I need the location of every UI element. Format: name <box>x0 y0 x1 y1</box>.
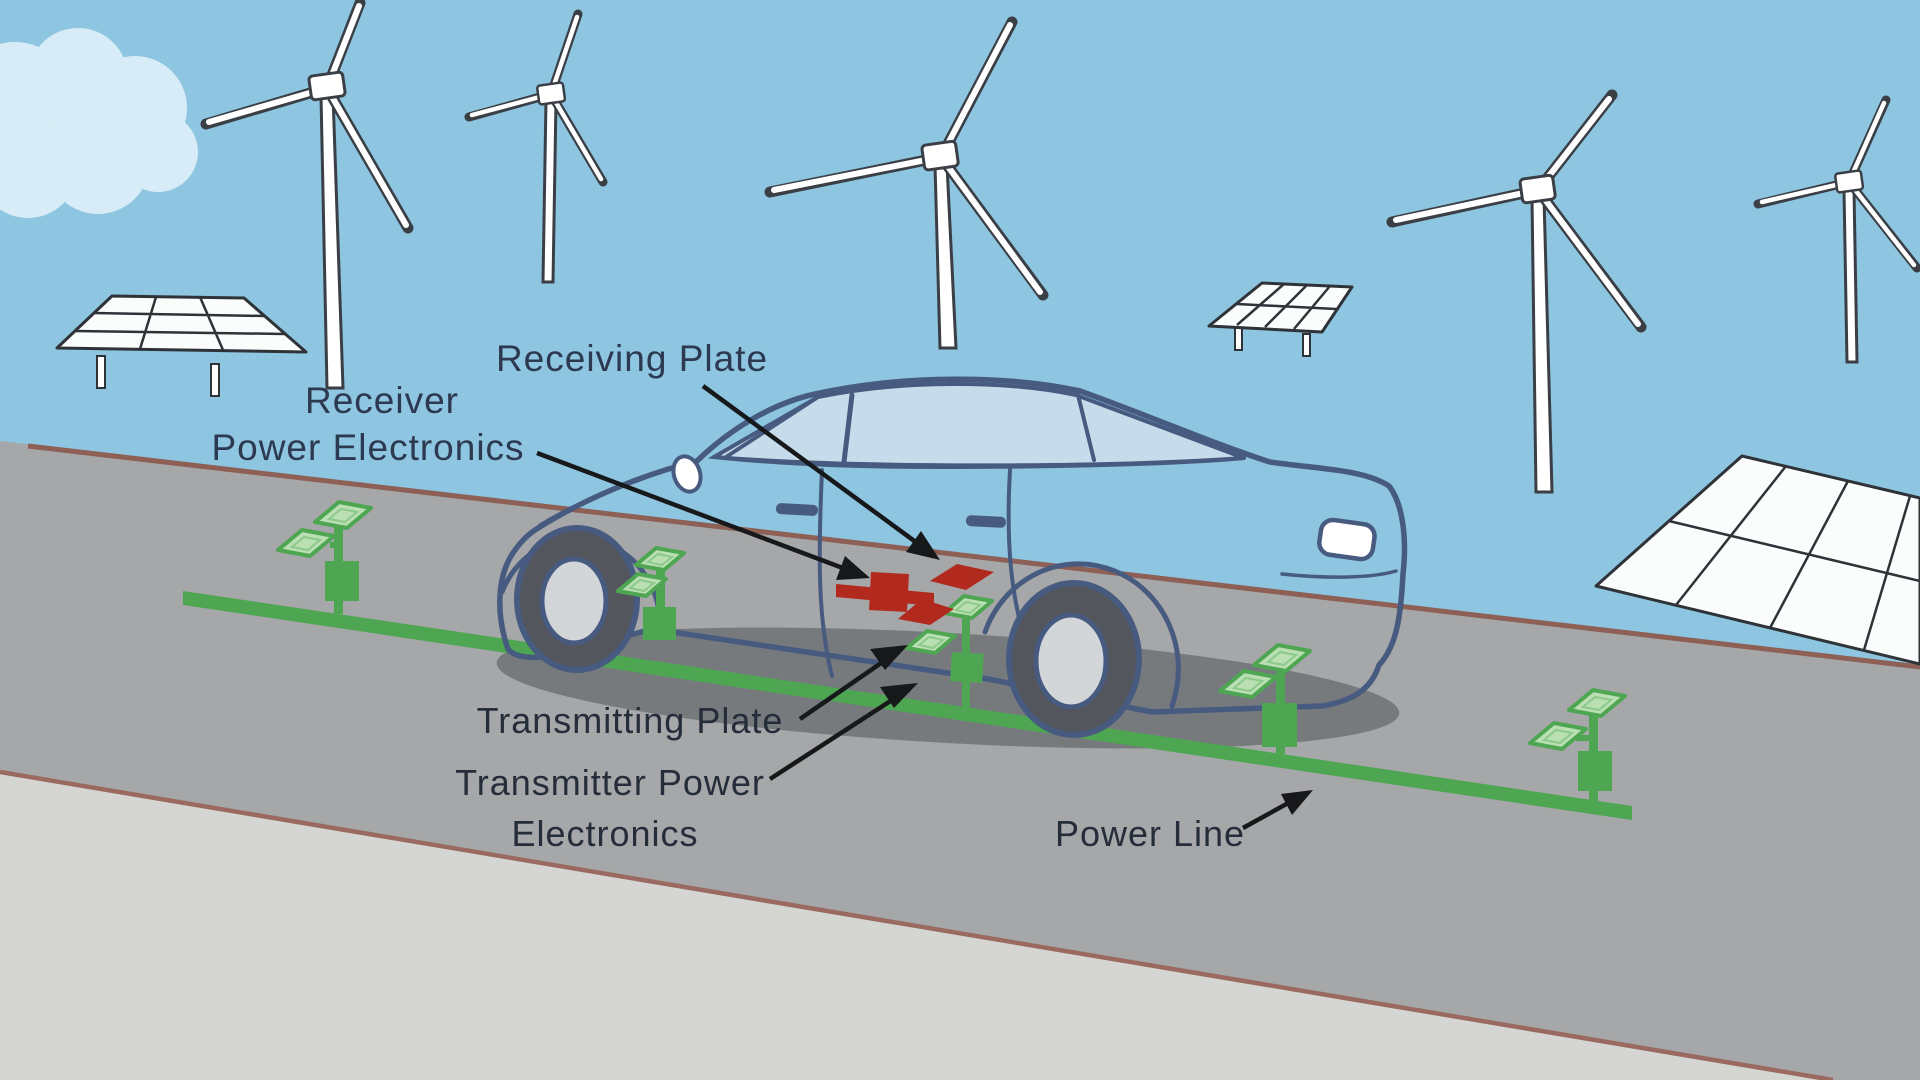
front-door-handle <box>775 503 818 516</box>
transmitter-electronics-arrow <box>768 683 918 781</box>
label-receiver-line1: Receiver <box>305 380 459 421</box>
annotation-arrows <box>536 384 1313 830</box>
wind-turbine-icon <box>1386 89 1647 494</box>
roadside-charging-unit <box>1218 643 1312 754</box>
wind-turbine-icon <box>1753 95 1920 364</box>
label-power-line: Power Line <box>1055 813 1245 854</box>
rear-wheel-arch <box>982 561 1181 709</box>
label-transmitter-line1: Transmitter Power <box>455 762 765 803</box>
label-receiving-plate: Receiving Plate <box>496 338 768 379</box>
trunk-crease-line <box>1280 569 1398 579</box>
road-edge-curb-line <box>27 443 1920 670</box>
car-shadow <box>496 627 1400 749</box>
wind-turbine-icon <box>200 0 414 390</box>
roadside-charging-unit <box>1528 688 1627 808</box>
receiving-plate-upper <box>930 564 994 590</box>
transmitter-pad-assembly <box>905 594 994 708</box>
solar-panel-icon <box>1207 281 1354 357</box>
label-transmitting-plate: Transmitting Plate <box>477 700 784 741</box>
label-transmitter-line2: Electronics <box>511 813 698 854</box>
shoulder-curb-line <box>0 769 1834 1080</box>
power-line-arrow <box>1241 790 1313 830</box>
rear-wheel <box>1006 580 1142 738</box>
receiver-electronics-arrow <box>536 450 870 580</box>
solar-panel-icon <box>1594 454 1920 666</box>
side-mirror <box>671 454 703 494</box>
label-receiver-line2: Power Electronics <box>211 427 524 468</box>
wind-turbine-icon <box>464 9 608 284</box>
wind-turbine-icon <box>764 16 1049 350</box>
front-wheel <box>514 525 640 673</box>
receiving-plate-arrow <box>701 384 940 560</box>
receiver-assembly <box>836 564 994 625</box>
roadside-charging-unit <box>276 500 373 614</box>
roadside-charging-unit <box>616 546 686 640</box>
cloud-icon <box>0 28 198 218</box>
rear-door-handle <box>965 515 1006 528</box>
front-door-line <box>817 468 834 678</box>
transmitting-plate-arrow <box>798 645 908 721</box>
car-illustration <box>497 376 1408 738</box>
solar-panel-icon <box>55 294 308 397</box>
tail-light <box>1317 517 1377 562</box>
receiving-plate-lower <box>898 599 954 625</box>
